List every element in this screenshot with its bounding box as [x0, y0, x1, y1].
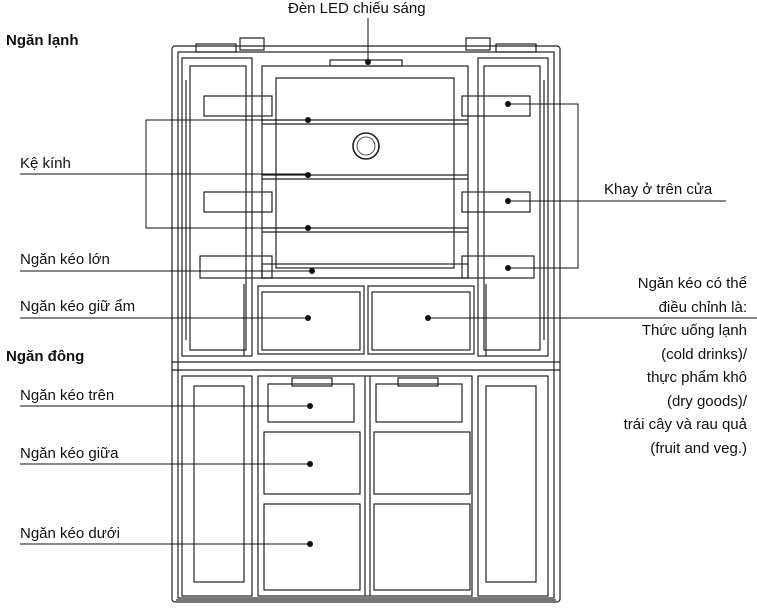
- adjustable-line: trái cây và rau quả: [623, 416, 747, 433]
- dot-lower: [307, 541, 313, 547]
- dot-adjustable: [425, 315, 431, 321]
- dot-led: [365, 59, 371, 65]
- label-big-drawer: Ngăn kéo lớn: [20, 251, 110, 268]
- fridge-interior: [261, 65, 469, 279]
- adjustable-line: (dry goods)/: [666, 392, 747, 410]
- dot-shelf-1: [305, 117, 311, 123]
- door-tray: [203, 95, 273, 117]
- adjustable-line: Thức uống lạnh: [641, 322, 747, 339]
- dot-tray-1: [505, 101, 511, 107]
- upper-drawer-left: [267, 383, 355, 423]
- leader-glass-shelf-bracket: [145, 119, 308, 229]
- right-fridge-door: [477, 57, 549, 357]
- door-tray: [461, 255, 535, 279]
- fridge-section-title: Ngăn lạnh: [6, 32, 79, 49]
- door-tray: [461, 95, 531, 117]
- door-tray: [203, 191, 273, 213]
- humidity-drawer-right: [367, 285, 475, 355]
- label-led: Đèn LED chiếu sáng: [288, 0, 426, 17]
- label-humidity-drawer: Ngăn kéo giữ ẩm: [20, 298, 136, 315]
- adjustable-line: (cold drinks)/: [661, 345, 747, 363]
- brand-logo: [352, 132, 380, 160]
- dot-shelf-3: [305, 225, 311, 231]
- label-glass-shelf: Kệ kính: [20, 155, 71, 172]
- dot-middle: [307, 461, 313, 467]
- label-middle-drawer: Ngăn kéo giữa: [20, 445, 119, 462]
- dot-big-drawer: [309, 268, 315, 274]
- left-freezer-door: [181, 375, 253, 597]
- label-upper-drawer: Ngăn kéo trên: [20, 387, 115, 404]
- cabinet-outline: [171, 45, 561, 603]
- right-freezer-door: [477, 375, 549, 597]
- lower-drawer-right: [373, 503, 471, 591]
- freezer-section-title: Ngăn đông: [6, 348, 85, 365]
- dot-tray-3: [505, 265, 511, 271]
- label-door-trays: Khay ở trên cửa: [604, 181, 713, 198]
- dot-tray-2: [505, 198, 511, 204]
- humidity-drawer-left: [257, 285, 365, 355]
- dot-humidity: [305, 315, 311, 321]
- door-tray: [461, 191, 531, 213]
- dot-upper: [307, 403, 313, 409]
- adjustable-line: điều chỉnh là:: [658, 298, 747, 316]
- leader-door-trays-bracket: [508, 103, 579, 269]
- adjustable-line: Ngăn kéo có thể: [637, 275, 747, 292]
- door-tray: [199, 255, 273, 279]
- upper-drawer-right: [375, 383, 463, 423]
- middle-drawer-left: [263, 431, 361, 495]
- adjustable-line: thực phẩm khô: [646, 369, 747, 386]
- label-adjustable-drawer: Ngăn kéo có thể điều chỉnh là: Thức uống…: [547, 272, 747, 460]
- dot-shelf-2: [305, 172, 311, 178]
- middle-drawer-right: [373, 431, 471, 495]
- left-fridge-door: [181, 57, 253, 357]
- lower-drawer-left: [263, 503, 361, 591]
- adjustable-line: (fruit and veg.): [650, 439, 747, 457]
- label-lower-drawer: Ngăn kéo dưới: [20, 525, 120, 542]
